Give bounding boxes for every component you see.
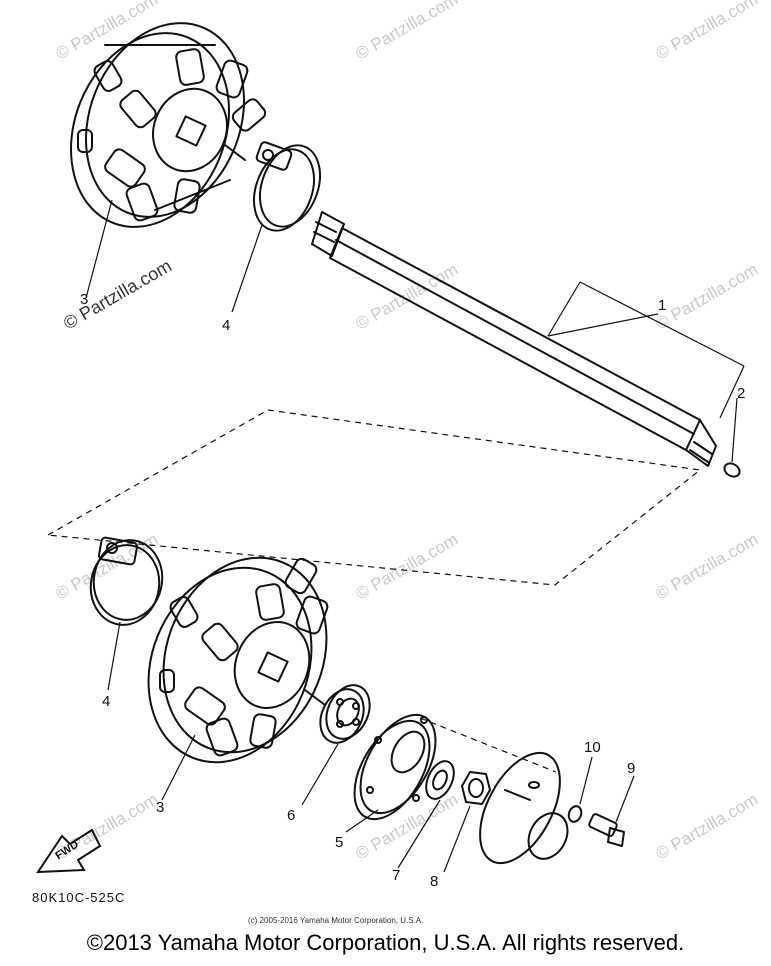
assembly-bracket <box>46 409 702 586</box>
bolt <box>588 813 625 847</box>
watermark: © Partzilla.com <box>653 0 762 63</box>
hose-clamp-upper <box>253 141 321 232</box>
callout-10: 10 <box>584 739 601 756</box>
footer-copyright: ©2013 Yamaha Motor Corporation, U.S.A. A… <box>86 930 685 955</box>
leader-lines <box>85 199 659 873</box>
nut <box>461 771 491 805</box>
callout-4-lower: 4 <box>102 693 110 710</box>
watermark: © Partzilla.com <box>653 260 762 334</box>
lock-washer <box>567 805 583 823</box>
watermark: © Partzilla.com <box>353 0 462 63</box>
callout-7: 7 <box>392 867 400 884</box>
washer <box>425 760 455 800</box>
callout-3-lower: 3 <box>156 799 164 816</box>
watermark: © Partzilla.com <box>53 0 162 63</box>
alignment-line <box>419 717 557 773</box>
watermark: © Partzilla.com <box>653 530 762 604</box>
callout-6: 6 <box>287 807 295 824</box>
watermark: © Partzilla.com <box>653 790 762 864</box>
shaft-bracket <box>547 281 745 463</box>
callout-3-upper: 3 <box>80 291 88 308</box>
callout-9: 9 <box>627 760 635 777</box>
bearing <box>319 684 371 744</box>
hose-clamp-lower <box>89 536 164 626</box>
callout-5: 5 <box>335 834 343 851</box>
callout-4-upper: 4 <box>222 317 230 334</box>
small-copyright: (c) 2005-2016 Yamaha Motor Corporation, … <box>248 916 423 925</box>
callout-1: 1 <box>658 297 666 314</box>
sprocket-lower <box>147 556 329 764</box>
callout-labels: 1 2 3 3 4 4 5 6 7 8 9 10 <box>80 291 745 890</box>
diagram-code: 80K10C-525C <box>32 890 125 905</box>
watermark: © Partzilla.com <box>60 255 175 333</box>
sprocket-upper <box>70 22 267 228</box>
callout-8: 8 <box>430 873 438 890</box>
watermark: © Partzilla.com <box>353 260 462 334</box>
callout-2: 2 <box>737 385 745 402</box>
flange-housing <box>479 751 569 865</box>
shaft <box>311 211 741 478</box>
bearing-flange <box>353 713 437 821</box>
